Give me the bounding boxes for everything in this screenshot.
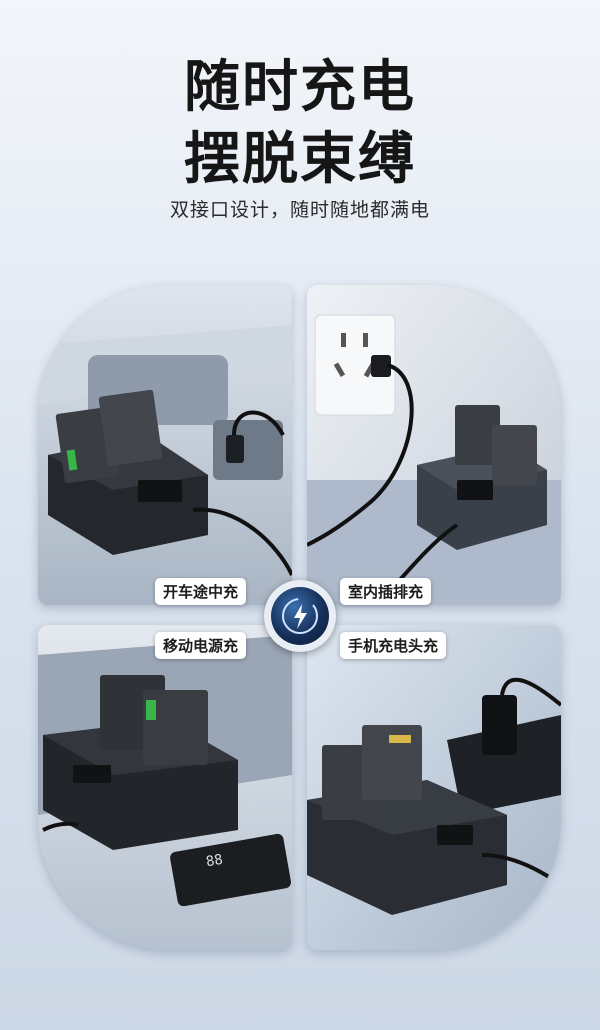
scene-label-phone-charger: 手机充电头充 (340, 632, 447, 659)
subtitle: 双接口设计，随时随地都满电 (169, 199, 430, 221)
headline-line-1: 随时充电 (184, 55, 416, 120)
scene-label-power-bank: 移动电源充 (155, 632, 247, 659)
power-bank-display: 88 (204, 851, 225, 871)
headline-line-2: 摆脱束缚 (184, 127, 416, 192)
scene-label-wall-socket: 室内插排充 (340, 578, 432, 605)
scene-phone-charger-image (307, 625, 561, 950)
scene-power-bank-image: 88 (38, 625, 292, 950)
lightning-charge-icon (271, 587, 329, 645)
scene-wall-socket-image (307, 285, 561, 605)
center-badge (264, 580, 336, 652)
scene-label-car: 开车途中充 (155, 578, 247, 605)
scene-car-image (38, 285, 292, 605)
